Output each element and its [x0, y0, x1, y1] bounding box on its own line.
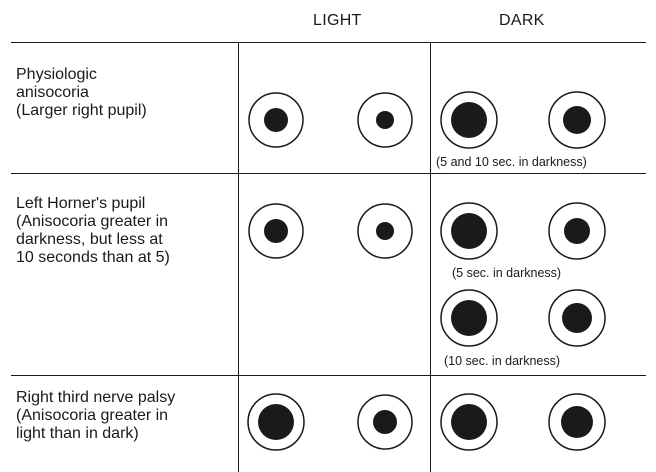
eye-physiologic-light-left — [357, 92, 413, 148]
divider-dark-column — [430, 42, 431, 472]
header-dark: DARK — [499, 12, 545, 29]
caption-physiologic-dark: (5 and 10 sec. in darkness) — [436, 155, 587, 169]
eye-horner-dark5-left — [548, 202, 606, 260]
eye-thirdnerve-light-left — [357, 394, 413, 450]
eye-physiologic-dark-left — [548, 91, 606, 149]
eye-thirdnerve-dark-right — [440, 393, 498, 451]
row-label-physiologic: Physiologic anisocoria (Larger right pup… — [16, 66, 147, 119]
eye-horner-dark5-right — [440, 202, 498, 260]
eye-thirdnerve-dark-left — [548, 393, 606, 451]
divider-light-column — [238, 42, 239, 472]
eye-horner-light-left — [357, 203, 413, 259]
eye-physiologic-light-right — [248, 92, 304, 148]
row-label-third-nerve: Right third nerve palsy (Anisocoria grea… — [16, 389, 176, 442]
divider-header — [11, 42, 646, 43]
header-light: LIGHT — [313, 12, 362, 29]
eye-thirdnerve-light-right — [247, 393, 305, 451]
eye-physiologic-dark-right — [440, 91, 498, 149]
caption-horner-5sec: (5 sec. in darkness) — [452, 266, 562, 280]
divider-row-1 — [11, 173, 646, 174]
caption-horner-10sec: (10 sec. in darkness) — [444, 354, 561, 368]
row-label-horner: Left Horner's pupil (Anisocoria greater … — [16, 195, 170, 266]
eye-horner-dark10-left — [548, 289, 606, 347]
eye-horner-light-right — [248, 203, 304, 259]
eye-horner-dark10-right — [440, 289, 498, 347]
divider-row-2 — [11, 375, 646, 376]
